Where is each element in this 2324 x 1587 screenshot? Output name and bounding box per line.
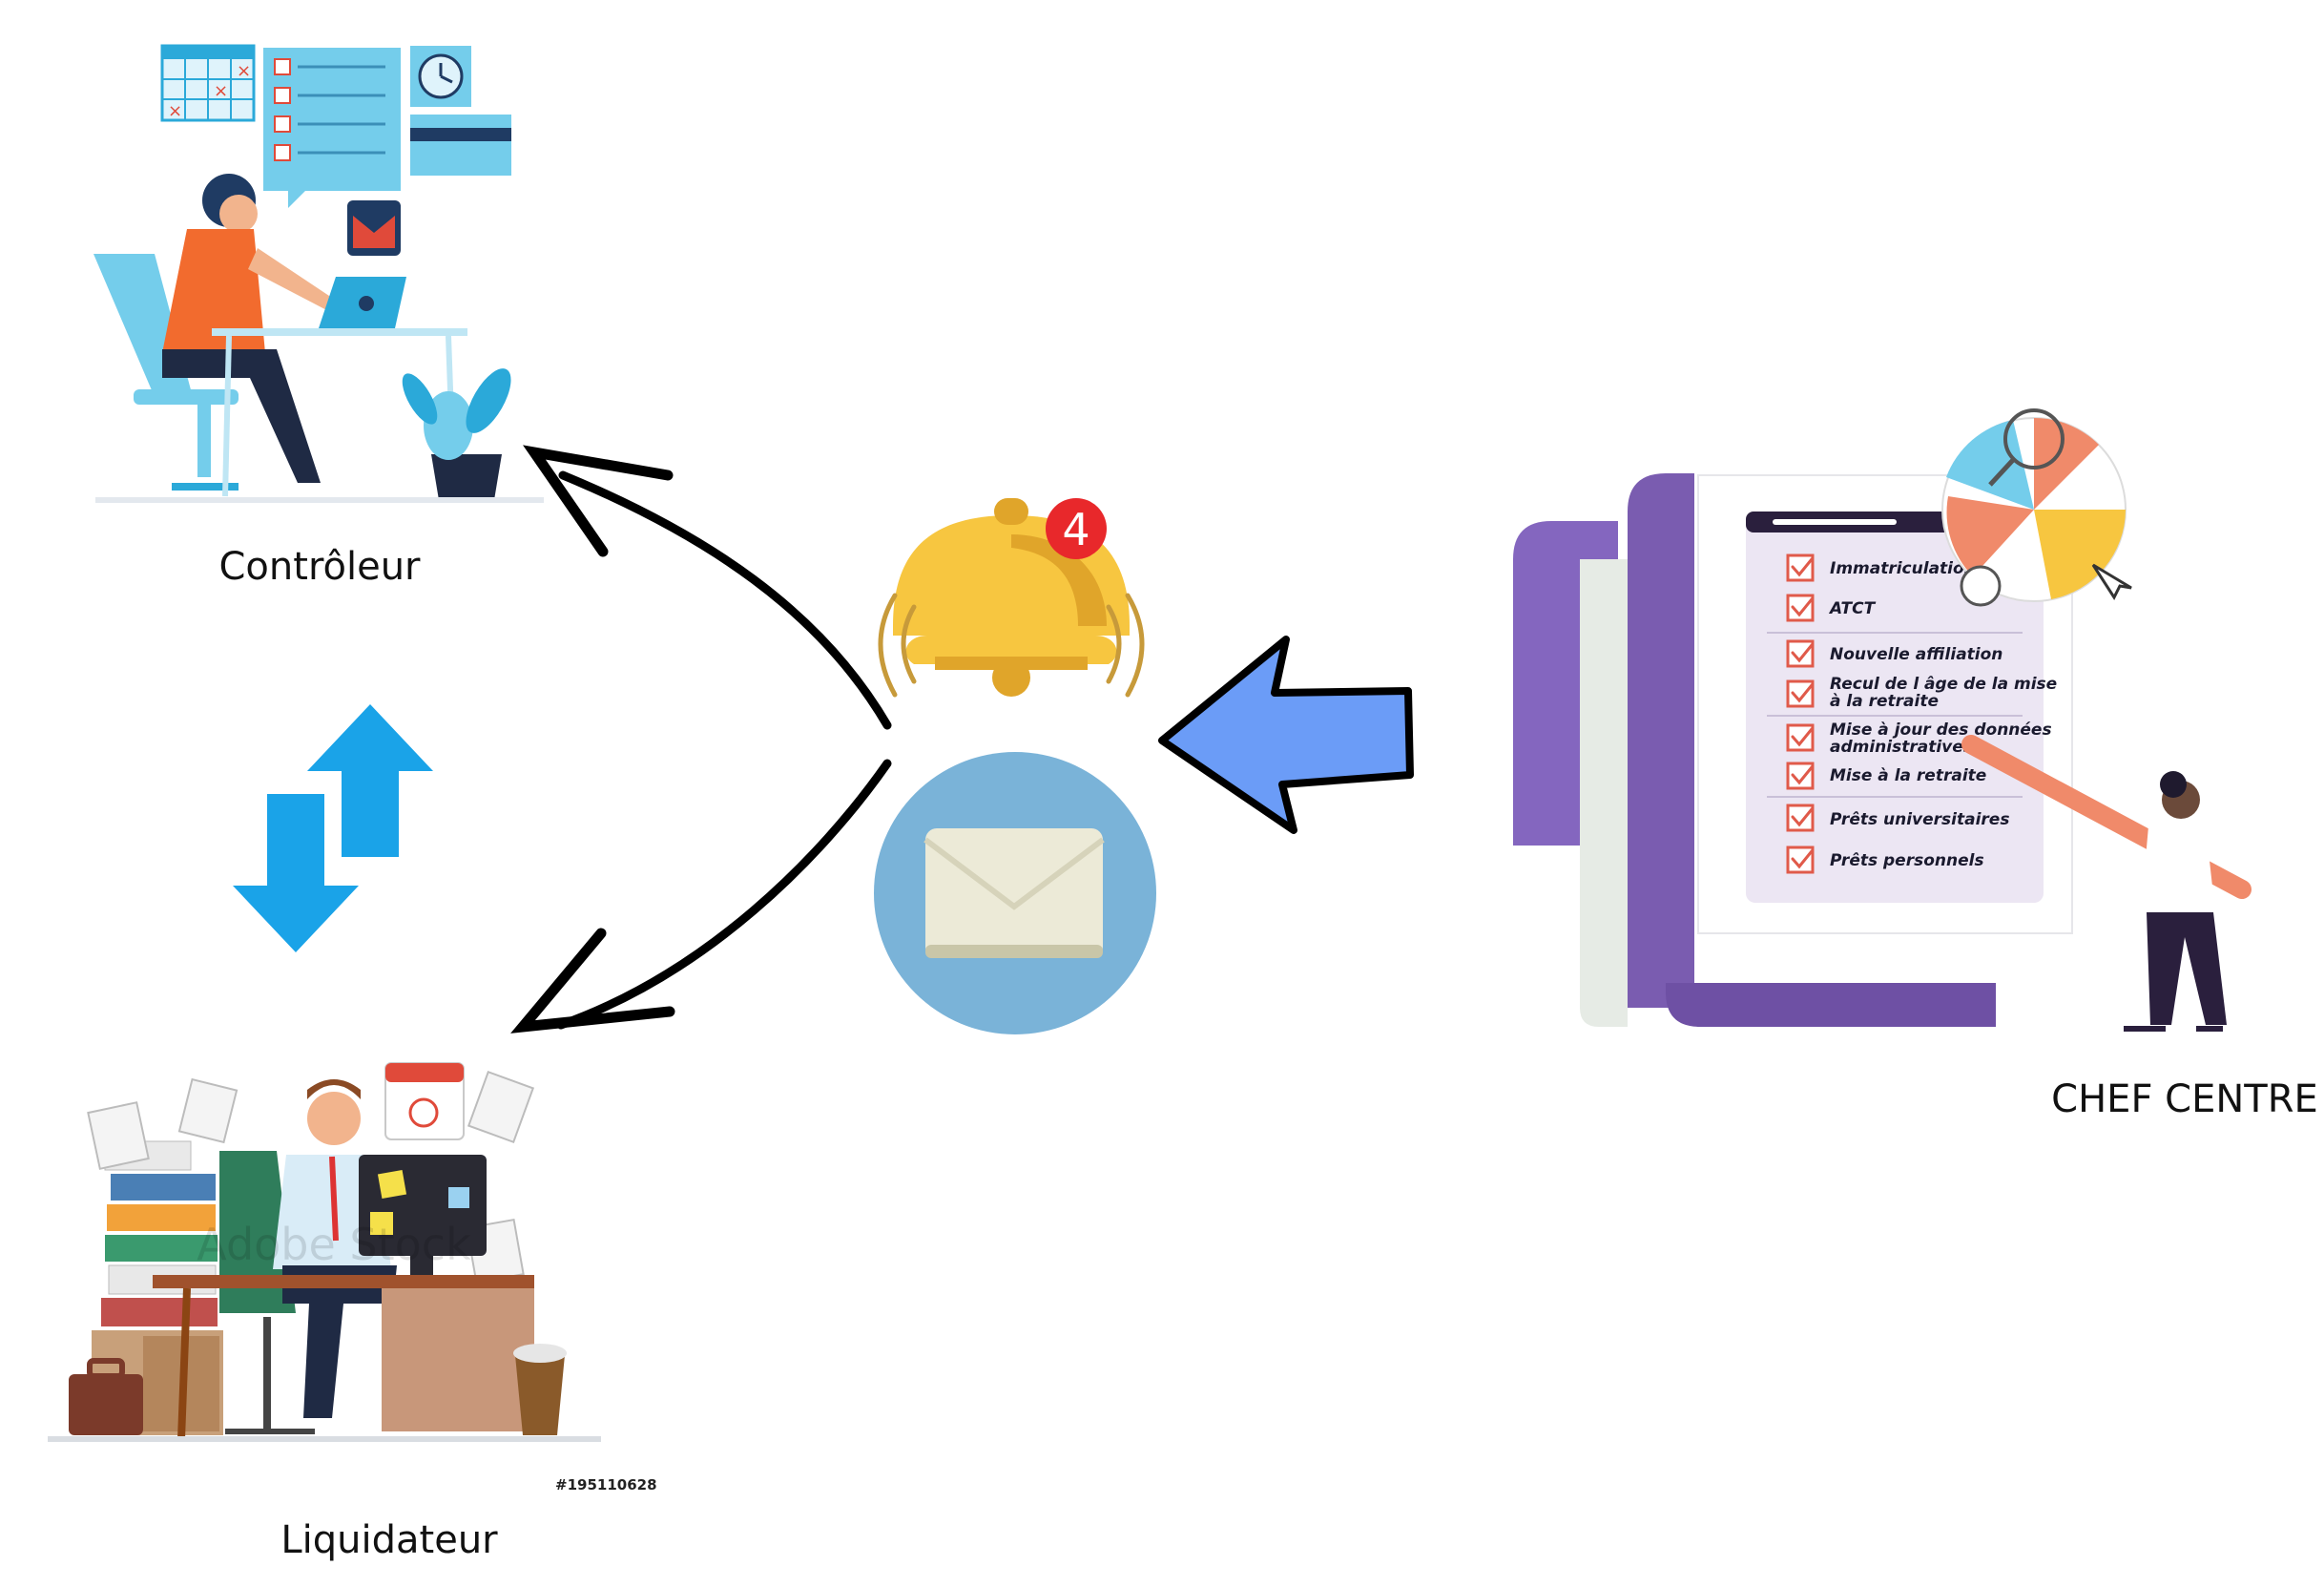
- desk: [212, 328, 467, 336]
- task-mise-a-jour-line1: Mise à jour des données: [1830, 720, 2052, 740]
- svg-text:×: ×: [168, 101, 182, 121]
- desk-calendar-icon: [384, 1062, 465, 1140]
- chef-centre-label: CHEF CENTRE: [2051, 1077, 2318, 1121]
- liquidateur-illustration: Adobe Stock: [48, 1062, 601, 1442]
- card-icon: [410, 115, 511, 176]
- desk: [153, 1275, 534, 1288]
- plant: [402, 368, 511, 500]
- task-nouvelle-affiliation: Nouvelle affiliation: [1830, 645, 2002, 664]
- checklist-bubble: [263, 48, 401, 208]
- arrow-to-liquidateur: [510, 759, 892, 1034]
- task-atct: ATCT: [1828, 599, 1877, 618]
- pie-chart-icon: [1941, 408, 2132, 607]
- task-prets-universitaires: Prêts universitaires: [1830, 810, 2009, 829]
- watermark: Adobe Stock: [197, 1219, 471, 1270]
- task-recul-age-line2: à la retraite: [1830, 692, 1939, 711]
- task-mise-a-jour-line2: administratives: [1830, 738, 1973, 757]
- badge-count: 4: [1062, 504, 1089, 555]
- office-chair: [219, 1151, 296, 1313]
- briefcase: [69, 1374, 143, 1435]
- clock-icon: [410, 46, 471, 107]
- scroll-body: [1628, 473, 1694, 1008]
- calendar-icon: × × ×: [160, 44, 256, 122]
- chef-centre-illustration: Immatriculation ATCT Nouvelle affiliatio…: [1513, 408, 2251, 1032]
- task-recul-age-line1: Recul de l âge de la mise: [1830, 675, 2057, 694]
- task-immatriculation: Immatriculation: [1830, 559, 1976, 578]
- notification-badge: 4: [1046, 498, 1107, 559]
- chef-person: [1961, 735, 2251, 1032]
- task-prets-personnels: Prêts personnels: [1830, 851, 1984, 870]
- arrow-to-controleur: [523, 445, 892, 730]
- waste-bin: [515, 1355, 565, 1435]
- envelope-icon: [874, 752, 1156, 1034]
- svg-text:×: ×: [237, 61, 251, 81]
- stock-id: #195110628: [555, 1476, 657, 1493]
- controleur-label: Contrôleur: [219, 545, 422, 589]
- swap-arrows-icon: [233, 704, 433, 952]
- controleur-person: [162, 174, 343, 483]
- controleur-illustration: × × ×: [93, 44, 544, 503]
- liquidateur-label: Liquidateur: [280, 1518, 498, 1562]
- mail-notification-icon: [347, 200, 401, 256]
- svg-text:×: ×: [214, 81, 228, 101]
- arrow-left-icon: [1158, 636, 1414, 834]
- task-mise-a-la-retraite: Mise à la retraite: [1830, 766, 1986, 785]
